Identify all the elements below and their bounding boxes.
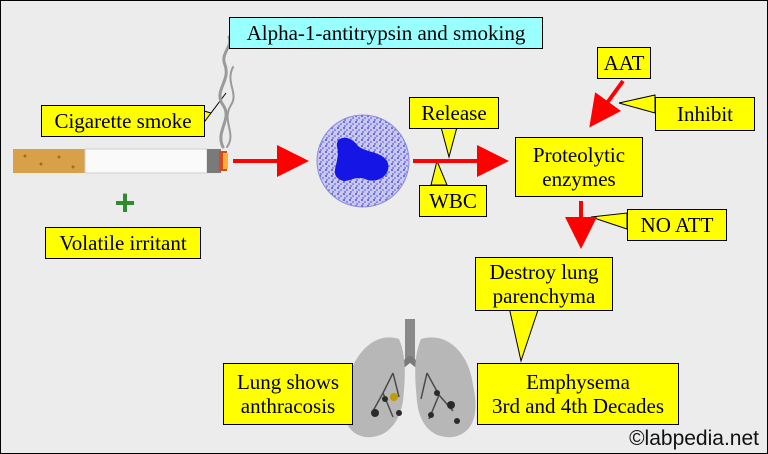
labpedia-credit: ©labpedia.net (629, 427, 759, 450)
no-att-callout-tail (590, 212, 628, 230)
arrow-aat-to-enzymes (589, 79, 625, 128)
emphysema-box: Emphysema 3rd and 4th Decades (477, 363, 679, 425)
no-att-callout: NO ATT (627, 209, 727, 241)
wbc-callout: WBC (419, 185, 487, 217)
inhibit-callout: Inhibit (655, 97, 755, 131)
volatile-irritant-label: Volatile irritant (45, 227, 201, 259)
destroy-lung-callout: Destroy lung parenchyma (475, 257, 613, 311)
aat-label: AAT (597, 47, 651, 79)
wbc-callout-tail (430, 159, 448, 186)
release-callout: Release (409, 97, 499, 129)
lungs-icon (344, 319, 476, 438)
smoke-icon (218, 35, 235, 149)
inhibit-callout-tail (618, 94, 656, 114)
cigarette-icon (13, 148, 228, 174)
release-callout-tail (440, 126, 458, 159)
plus-sign: + (114, 182, 136, 223)
destroy-callout-tail (508, 306, 540, 363)
proteolytic-enzymes-box: Proteolytic enzymes (515, 137, 643, 197)
wbc-cell-icon (316, 114, 410, 208)
cigarette-smoke-callout: Cigarette smoke (41, 105, 205, 137)
diagram-title: Alpha-1-antitrypsin and smoking (229, 17, 543, 49)
lung-anthracosis-box: Lung shows anthracosis (223, 363, 353, 425)
